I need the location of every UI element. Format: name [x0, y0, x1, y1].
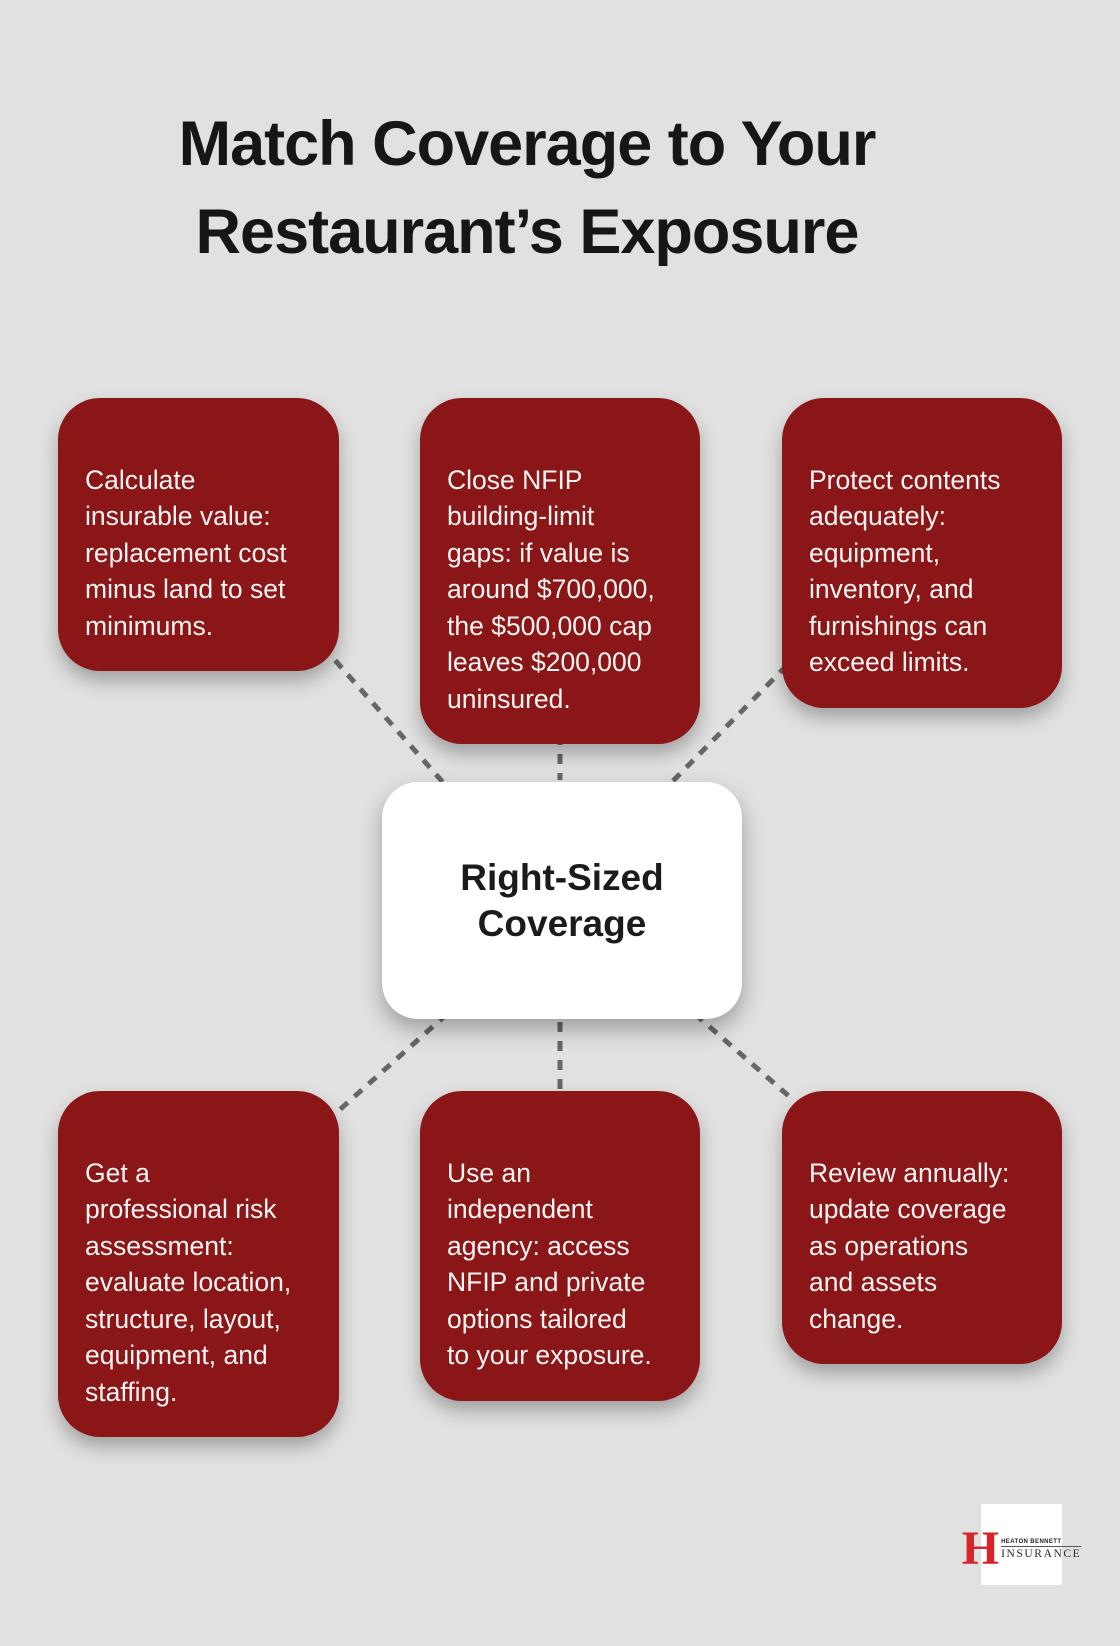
node-review-annually: Review annually: update coverage as oper…: [782, 1091, 1062, 1364]
node-professional-risk-assessment: Get a professional risk assessment: eval…: [58, 1091, 339, 1437]
node-text: Protect contents adequately: equipment, …: [809, 464, 1001, 678]
brand-logo: H HEATON BENNETT INSURANCE: [962, 1504, 1082, 1585]
connector-line-bottom-right: [693, 1012, 793, 1100]
node-text: Get a professional risk assessment: eval…: [85, 1157, 292, 1407]
node-close-nfip-building-limit-gaps: Close NFIP building-limit gaps: if value…: [420, 398, 700, 744]
logo-text-block: HEATON BENNETT INSURANCE: [1001, 1539, 1082, 1560]
node-calculate-insurable-value: Calculate insurable value: replacement c…: [58, 398, 339, 671]
center-node: Right-Sized Coverage: [382, 782, 742, 1019]
node-text: Use an independent agency: access NFIP a…: [447, 1157, 652, 1371]
logo-company-type: INSURANCE: [1001, 1548, 1082, 1560]
connector-line-bottom-left: [334, 1012, 449, 1115]
center-node-label: Right-Sized Coverage: [460, 856, 664, 944]
infographic-title: Match Coverage to Your Restaurant’s Expo…: [178, 109, 877, 267]
node-text: Review annually: update coverage as oper…: [809, 1157, 1010, 1334]
node-text: Close NFIP building-limit gaps: if value…: [447, 464, 655, 714]
node-independent-agency: Use an independent agency: access NFIP a…: [420, 1091, 700, 1401]
logo-h-monogram: H: [961, 1522, 1000, 1576]
node-protect-contents: Protect contents adequately: equipment, …: [782, 398, 1062, 708]
node-text: Calculate insurable value: replacement c…: [85, 464, 287, 641]
logo-company-name: HEATON BENNETT: [1001, 1539, 1082, 1547]
